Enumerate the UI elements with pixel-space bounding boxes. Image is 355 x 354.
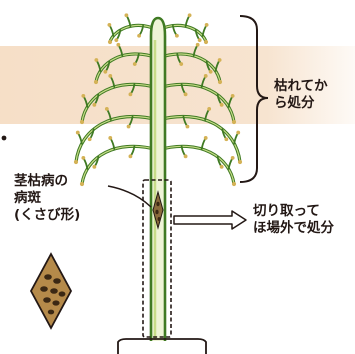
prune-line-2: ら処分 (274, 95, 315, 111)
fern-bud (107, 23, 111, 27)
fern-bud (236, 131, 240, 135)
fern-bud (103, 70, 107, 74)
fern-bud (186, 125, 190, 129)
fern-bud (108, 74, 112, 78)
fern-bud (105, 107, 109, 111)
fern-bud (184, 154, 188, 158)
disease-line-3: (くさび形) (14, 207, 80, 223)
fern-bud (133, 62, 137, 66)
fern-bud (124, 13, 128, 17)
fern-bud (220, 165, 224, 169)
ground-outline (118, 339, 206, 354)
fern-bud (114, 38, 118, 42)
right-arrow-icon (174, 211, 246, 229)
disease-line-1: 茎枯病の (14, 173, 68, 189)
fern-bud (224, 137, 228, 141)
fern-bud (198, 38, 202, 42)
fern-bud (108, 136, 112, 140)
fern-bud (80, 182, 84, 186)
disease-label: 茎枯病の病斑(くさび形) (14, 173, 80, 224)
fern-bud (81, 156, 85, 160)
fern-branch-highlight (158, 146, 234, 184)
prune-line-1: 枯れてか (274, 78, 328, 94)
fern-bud (94, 58, 98, 62)
fern-bud (129, 92, 133, 96)
fern-bud (80, 120, 84, 124)
fern-bud (127, 125, 131, 129)
fern-bud (137, 34, 141, 38)
fern-bud (92, 165, 96, 169)
fern-bud (231, 94, 235, 98)
fern-bud (175, 34, 179, 38)
fern-bud (232, 182, 236, 186)
fern-bud (116, 43, 120, 47)
fern-bud (220, 103, 224, 107)
fern-bud (184, 92, 188, 96)
remove-line-2: ほ場外で処分 (253, 220, 334, 236)
fern-bud (204, 136, 208, 140)
fern-bud (209, 70, 213, 74)
disease-line-2: 病斑 (14, 190, 41, 206)
fern-bud (129, 154, 133, 158)
fern-bud (205, 23, 209, 27)
disease-leader-line (108, 186, 151, 207)
fern-bud (232, 120, 236, 124)
fern-bud (88, 137, 92, 141)
fern-bud (76, 131, 80, 135)
fern-bud (231, 156, 235, 160)
prune-label: 枯れてから処分 (274, 78, 328, 112)
margin-dot (2, 136, 7, 141)
fern-bud (74, 160, 78, 164)
fern-bud (196, 43, 200, 47)
fern-bud (108, 40, 112, 44)
remove-label: 切り取ってほ場外で処分 (253, 203, 334, 237)
fern-bud (188, 13, 192, 17)
fern-bud (81, 94, 85, 98)
fern-bud (94, 80, 98, 84)
fern-bud (204, 40, 208, 44)
fern-bud (207, 107, 211, 111)
fern-bud (218, 58, 222, 62)
remove-line-1: 切り取って (253, 203, 320, 219)
enlarged-lesion (31, 254, 71, 328)
fern-bud (204, 74, 208, 78)
fern-branch (82, 146, 158, 184)
fern-branch-highlight (82, 146, 158, 184)
fern-branch (158, 146, 234, 184)
fern-bud (179, 62, 183, 66)
fern-bud (238, 160, 242, 164)
fern-bud (218, 80, 222, 84)
fern-bud (92, 103, 96, 107)
